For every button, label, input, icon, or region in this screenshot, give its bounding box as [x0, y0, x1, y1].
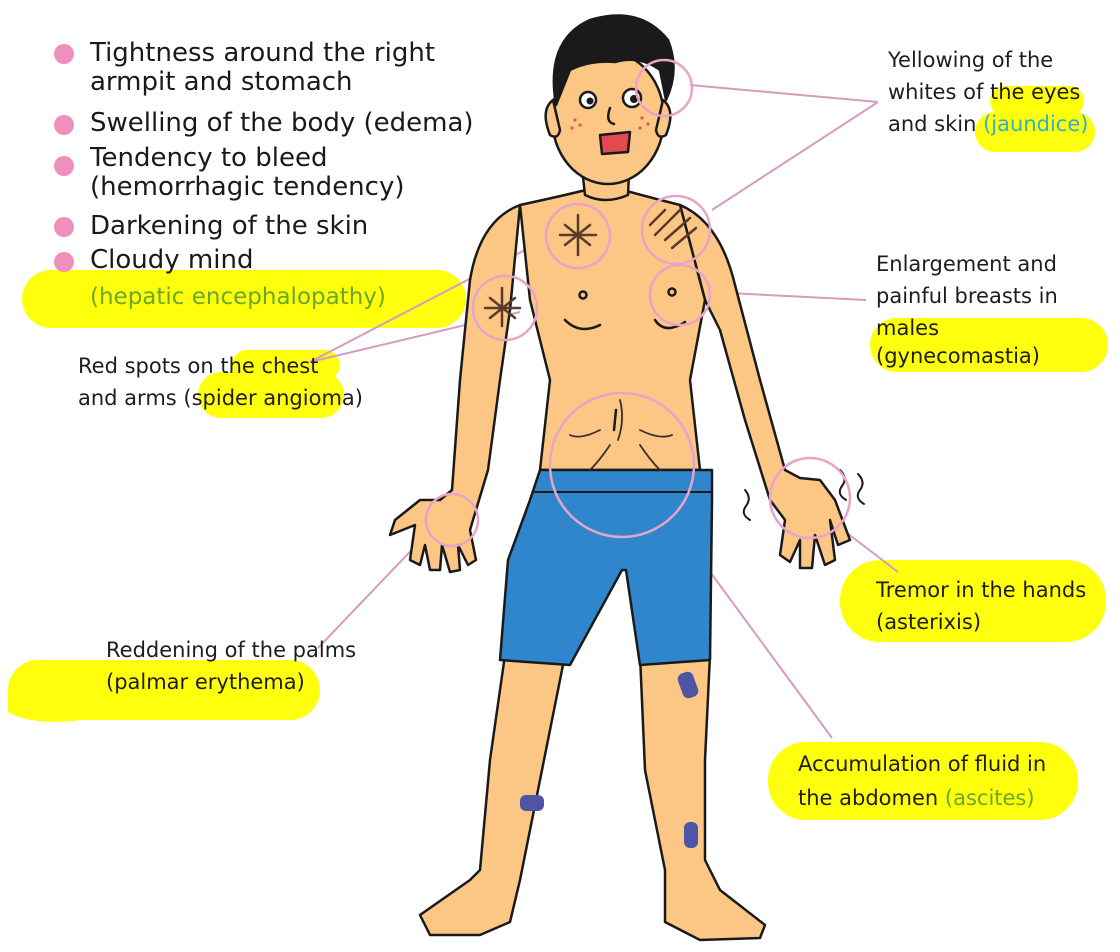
- spider-angioma-suffix: ): [355, 386, 363, 410]
- ascites-line-2: the abdomen (ascites): [798, 786, 1035, 811]
- leader-jaundice-skin: [712, 102, 878, 210]
- bullet-2: [54, 115, 74, 135]
- asterixis-term: (asterixis): [876, 610, 981, 635]
- symptom-5-line-1: Cloudy mind: [90, 246, 253, 275]
- leader-jaundice-eye: [690, 85, 878, 102]
- spider-angioma-line-1: Red spots on the chest: [78, 354, 318, 379]
- symptom-3-line-1: Tendency to bleed: [90, 144, 327, 173]
- shorts: [500, 470, 712, 665]
- spider-angioma-line-2: and arms (spider angioma): [78, 386, 363, 411]
- symptom-1-line-1: Tightness around the right: [90, 39, 435, 68]
- right-leg: [640, 655, 765, 940]
- left-leg: [420, 655, 565, 935]
- left-arm: [390, 205, 520, 572]
- gynecomastia-term: (gynecomastia): [876, 344, 1040, 369]
- gynecomastia-line-1: Enlargement and: [876, 252, 1057, 277]
- symptom-4-line-1: Darkening of the skin: [90, 212, 368, 241]
- jaundice-line-1: Yellowing of the: [888, 48, 1053, 73]
- ascites-line-1: Accumulation of fluid in: [798, 752, 1046, 777]
- palmar-erythema-term: (palmar erythema): [106, 670, 305, 695]
- jaundice-term: (jaundice): [983, 112, 1088, 136]
- mouth: [600, 132, 630, 154]
- bullet-1: [54, 44, 74, 64]
- spider-angioma-term: spider angioma: [192, 386, 355, 410]
- spider-angioma-prefix: and arms (: [78, 386, 192, 410]
- bullet-4: [54, 217, 74, 237]
- symptom-1-line-2: armpit and stomach: [90, 68, 353, 97]
- symptom-3-line-2: (hemorrhagic tendency): [90, 173, 405, 202]
- ascites-term: (ascites): [945, 786, 1035, 810]
- gynecomastia-line-3: males: [876, 316, 939, 341]
- bullet-5: [54, 252, 74, 272]
- jaundice-prefix: and skin: [888, 112, 983, 136]
- jaundice-line-3: and skin (jaundice): [888, 112, 1088, 137]
- symptom-2-line-1: Swelling of the body (edema): [90, 109, 474, 138]
- symptom-5-term: (hepatic encephalopathy): [90, 283, 386, 312]
- gynecomastia-line-2: painful breasts in: [876, 284, 1058, 309]
- left-pupil: [587, 98, 594, 105]
- asterixis-line-1: Tremor in the hands: [876, 578, 1086, 603]
- ascites-prefix: the abdomen: [798, 786, 945, 810]
- palmar-erythema-line-1: Reddening of the palms: [106, 638, 356, 663]
- jaundice-line-2: whites of the eyes: [888, 80, 1080, 105]
- bullet-3: [54, 156, 74, 176]
